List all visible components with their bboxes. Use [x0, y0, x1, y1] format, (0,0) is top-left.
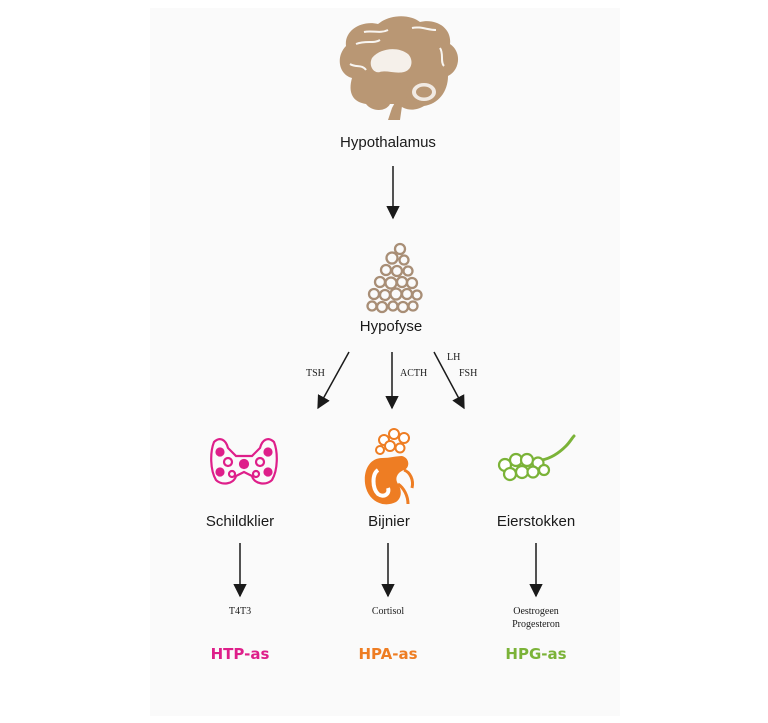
progesteron-label: Progesteron [512, 619, 560, 630]
diagram-background [150, 8, 620, 716]
lh-label: LH [447, 352, 461, 363]
brain-icon [339, 16, 459, 120]
hpa-axis-label: HPA-as [358, 645, 418, 663]
schildklier-label: Schildklier [205, 513, 275, 530]
hypothalamus-label: Hypothalamus [340, 134, 436, 151]
pituitary-icon [366, 242, 423, 314]
adrenal-hormone-label: Cortisol [371, 606, 405, 617]
tsh-label: TSH [306, 368, 325, 379]
adrenal-icon [364, 428, 414, 505]
fsh-label: FSH [459, 368, 478, 379]
thyroid-hormone-label: T4T3 [228, 606, 252, 617]
oestrogeen-label: Oestrogeen [513, 606, 559, 617]
bijnier-label: Bijnier [368, 513, 410, 530]
htp-axis-label: HTP-as [210, 645, 270, 663]
hpg-axis-label: HPG-as [505, 645, 567, 663]
arrow-lh-fsh [433, 351, 465, 410]
arrow-tsh [317, 351, 350, 410]
hypofyse-label: Hypofyse [359, 318, 423, 335]
ovary-icon [497, 434, 576, 482]
arrows [233, 166, 543, 598]
ovary-hormones: Oestrogeen Progesteron [512, 605, 560, 631]
eierstokken-label: Eierstokken [496, 513, 576, 530]
acth-label: ACTH [400, 368, 428, 379]
thyroid-icon [210, 438, 278, 485]
